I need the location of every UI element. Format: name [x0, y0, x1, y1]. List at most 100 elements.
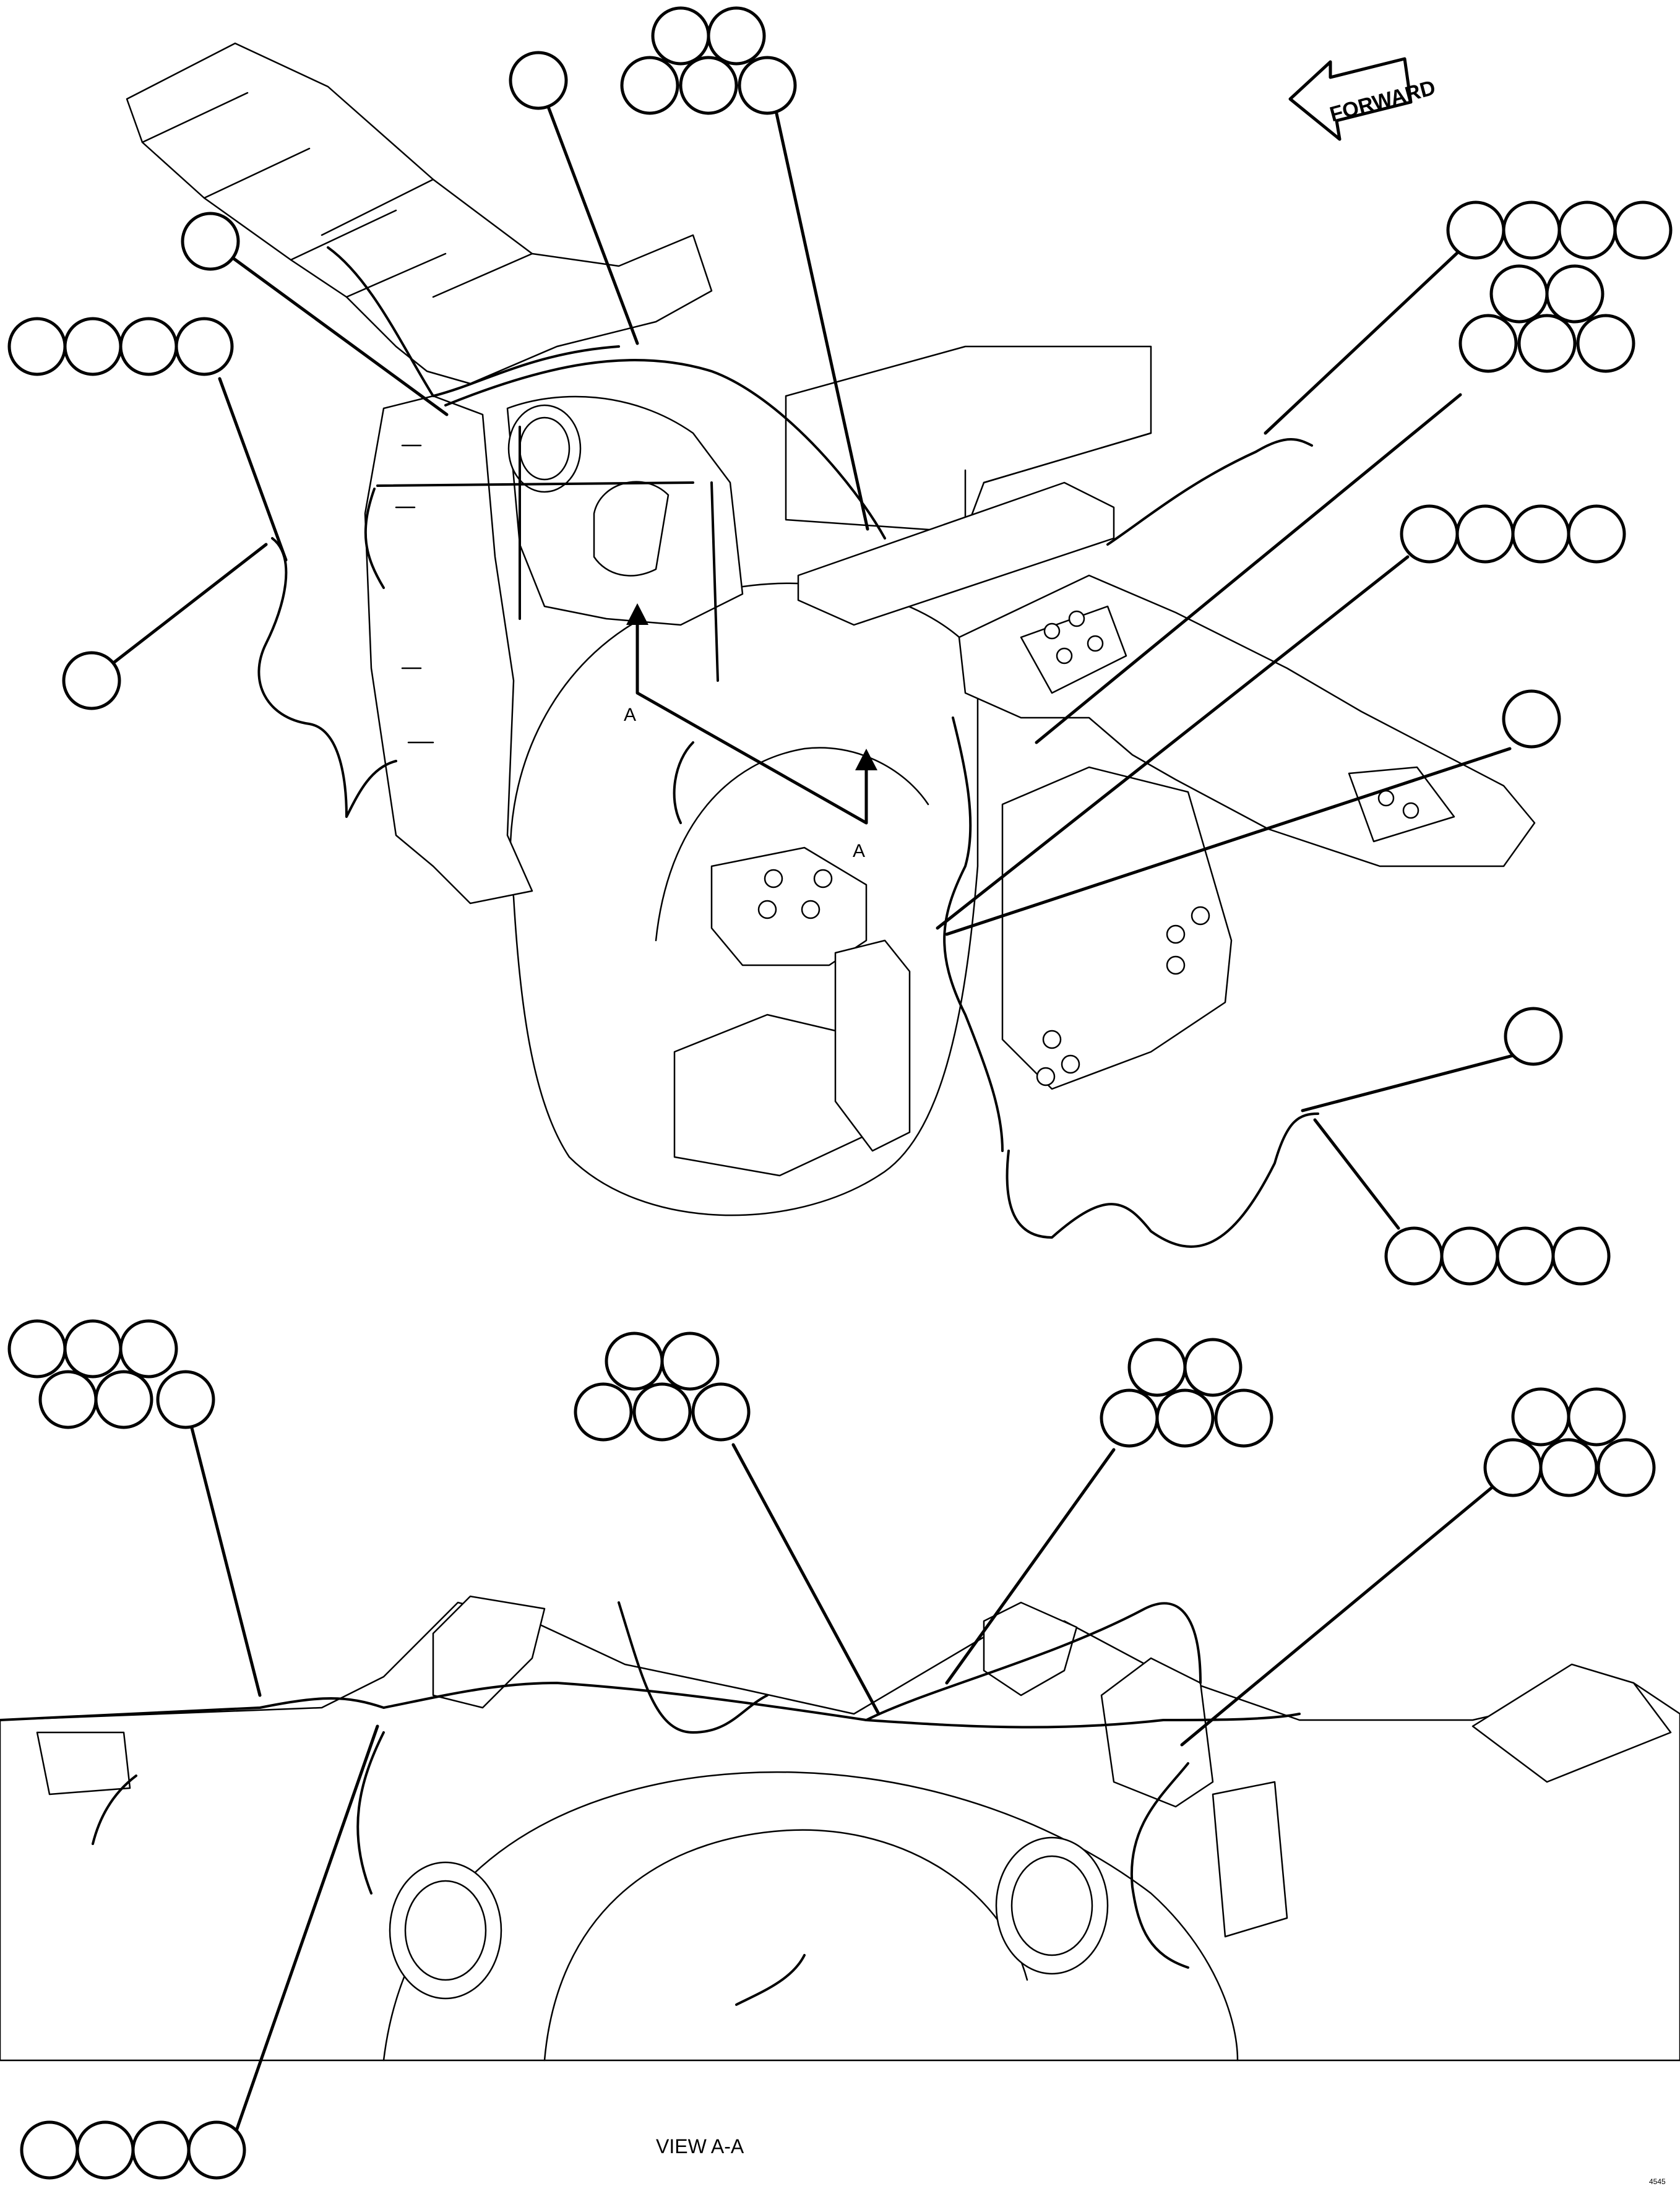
callouts-view-aa-center-right-stack	[1100, 1338, 1273, 1448]
leader-lines	[113, 103, 1515, 2140]
harness-center-drop	[673, 741, 694, 824]
callout-bubble	[1517, 314, 1577, 373]
harness-right-lower	[943, 716, 1004, 1152]
callout-bubble	[1511, 504, 1570, 564]
harness-left-branch	[364, 481, 694, 589]
callout-bubble	[660, 1331, 720, 1391]
view-aa-harness-right	[865, 1713, 1301, 1729]
callout-bubble	[1596, 1438, 1656, 1497]
callout-bubble	[7, 317, 67, 376]
callout-bubble	[131, 2120, 191, 2180]
callout-bubble	[632, 1382, 692, 1442]
callout-bubble	[20, 2120, 79, 2180]
callout-bubble	[1539, 1438, 1598, 1497]
callout-bubble	[1551, 1226, 1611, 1286]
callout-bubble	[1557, 200, 1617, 260]
callout-bubble	[63, 1319, 123, 1379]
callout-bubble	[1214, 1388, 1273, 1448]
view-aa-harness-main	[0, 1602, 1202, 1721]
duct-funnel	[593, 481, 670, 577]
view-aa-harness-loop	[618, 1601, 769, 1734]
cross-tube	[797, 481, 1115, 626]
callout-bubble	[1440, 1226, 1499, 1286]
callout-bubble	[1458, 314, 1518, 373]
callouts-view-aa-center-stack	[574, 1331, 751, 1442]
callout-bubble	[187, 2120, 246, 2180]
upper-beam-detail	[141, 92, 533, 298]
view-aa-right-tower	[983, 1601, 1078, 1697]
callout-bubble	[574, 1382, 633, 1442]
callout-bubble	[1127, 1338, 1187, 1397]
callout-bubble	[119, 1319, 178, 1379]
view-aa-harness-right-drop	[1130, 1762, 1189, 1969]
callout-bubble	[174, 317, 234, 376]
callouts-left-row	[7, 317, 234, 376]
harness-vertical-left	[519, 426, 719, 682]
view-title: VIEW A-A	[656, 2135, 744, 2157]
callout-bubble	[509, 51, 568, 110]
callout-bubble	[62, 651, 121, 710]
harness-top-arc	[444, 358, 886, 540]
callout-bubble	[679, 56, 738, 115]
callout-bubble	[38, 1370, 98, 1429]
callout-bubble	[75, 2120, 135, 2180]
callout-bubble	[1455, 504, 1515, 564]
frame-ring-inner	[655, 747, 929, 942]
sheet-id: 4545	[1649, 2177, 1666, 2186]
view-aa-left-bracket	[36, 1731, 131, 1796]
section-marker-left: A	[624, 705, 636, 725]
right-column	[1001, 766, 1233, 1090]
callouts-upper-left-single	[181, 212, 240, 271]
callout-bubble	[707, 6, 766, 66]
callout-bubble	[1483, 1438, 1543, 1497]
section-arrow-right	[855, 749, 877, 770]
view-aa-arch-inner	[543, 1829, 1028, 2062]
view-aa-far-right-bracket	[1471, 1663, 1672, 1783]
callout-bubble	[181, 212, 240, 271]
callouts-top-center-left	[509, 51, 568, 110]
frame-ring-outline	[509, 582, 979, 1216]
callouts-left-lower-single	[62, 651, 121, 710]
harness-tail	[1006, 1112, 1319, 1248]
harness-right-upper	[1106, 438, 1313, 546]
callout-bubble	[691, 1382, 751, 1442]
callout-bubble	[1446, 200, 1506, 260]
callouts-right-stack	[1458, 264, 1635, 373]
callouts-view-aa-right-stack	[1483, 1387, 1656, 1497]
left-frame-plate	[364, 395, 533, 905]
callouts-top-center-stack	[620, 6, 797, 115]
view-aa-harness-left-drop	[92, 1731, 385, 1895]
callout-bubble	[1100, 1388, 1159, 1448]
callout-bubble	[1504, 1007, 1563, 1066]
callout-bubble	[1576, 314, 1635, 373]
callout-bubble	[119, 317, 178, 376]
view-aa	[0, 1595, 1680, 2062]
callouts-view-aa-bottom-row	[20, 2120, 246, 2180]
callout-bubble	[1502, 689, 1561, 749]
callout-bubble	[738, 56, 797, 115]
section-marker-right: A	[853, 841, 865, 861]
callout-bubble	[1496, 1226, 1555, 1286]
section-arrow-left	[626, 603, 648, 625]
callout-bubble	[7, 1319, 67, 1379]
view-aa-right-plate	[1100, 1657, 1214, 1808]
callout-bubble	[1567, 504, 1626, 564]
callout-bubble	[1502, 200, 1561, 260]
callout-bubble	[1567, 1387, 1626, 1447]
forward-arrow: FORWARD	[1288, 57, 1438, 141]
callout-bubble	[651, 6, 710, 66]
callout-bubble	[156, 1370, 215, 1429]
callout-bubble	[1384, 1226, 1444, 1286]
callouts-right-row-1	[1446, 200, 1673, 260]
left-plate-detail	[395, 444, 434, 744]
callout-bubble	[620, 56, 679, 115]
callouts-right-row-3	[1384, 1226, 1611, 1286]
callout-bubble	[1613, 200, 1673, 260]
lower-bracket	[710, 846, 868, 966]
callouts-right-single-1	[1502, 689, 1561, 749]
callout-bubble	[605, 1331, 664, 1391]
view-aa-harness-center	[735, 1954, 806, 2006]
lower-center-post	[834, 939, 911, 1152]
callout-bubble	[1489, 264, 1549, 324]
